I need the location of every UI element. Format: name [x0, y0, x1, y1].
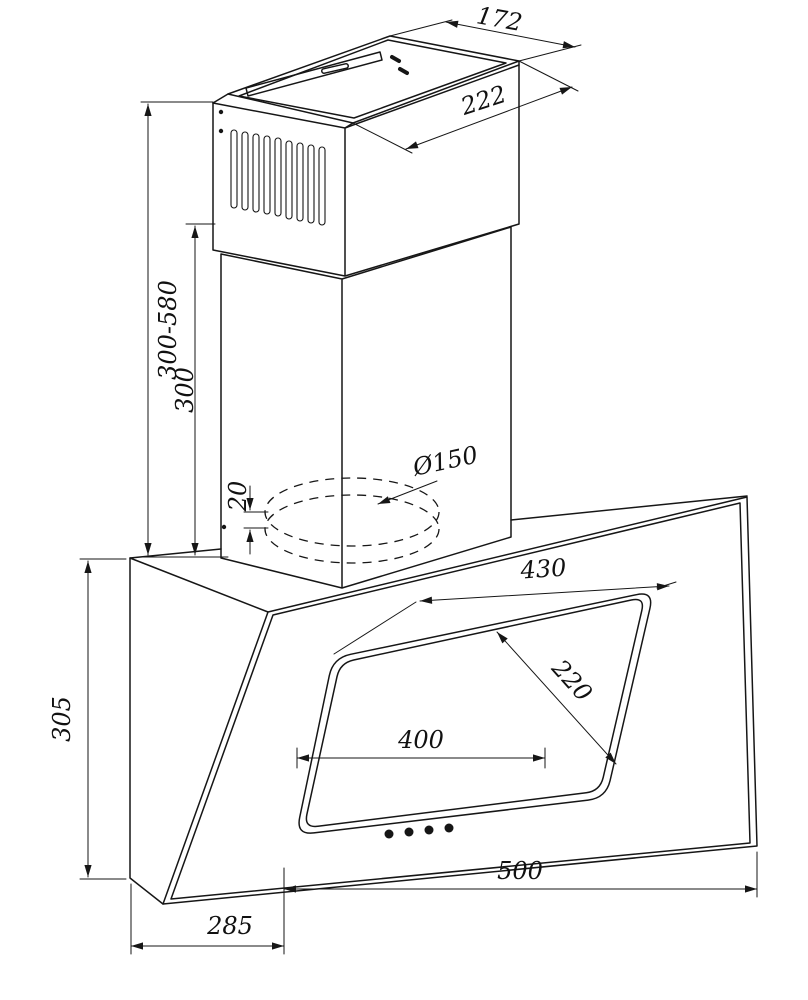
dimension-lines [79, 19, 758, 955]
control-button-1 [384, 829, 394, 839]
dim-label-chimney-lower-height: 300 [171, 367, 199, 413]
screw-holes [218, 109, 227, 530]
mounting-bracket [245, 51, 409, 97]
control-button-4 [444, 823, 454, 833]
dim-label-glass-bottom-width: 400 [397, 726, 444, 754]
dim-label-chimney-top-depth: 172 [474, 1, 524, 37]
dim-label-duct-collar-height: 20 [224, 481, 252, 513]
control-button-2 [404, 827, 414, 837]
chimney-top-rim-inner [238, 39, 507, 119]
chimney [212, 35, 520, 589]
control-buttons [384, 823, 454, 839]
glass-inner-frame [298, 593, 652, 834]
dim-label-body-width: 500 [497, 857, 543, 885]
dim-label-body-depth: 285 [206, 912, 253, 940]
dim-label-duct-diameter: Ø150 [409, 441, 480, 482]
dimension-labels: 172 222 300-580 300 20 Ø150 430 220 400 … [48, 1, 598, 940]
dim-label-body-height: 305 [48, 696, 76, 742]
hood-left-side [129, 557, 269, 905]
vent-slots [230, 129, 326, 226]
chimney-upper-section [212, 64, 520, 277]
glass-panel-edge [170, 502, 751, 900]
control-button-3 [424, 825, 434, 835]
chimney-lower-section [220, 226, 512, 589]
dim-label-glass-top-width: 430 [519, 553, 568, 584]
dim-label-glass-panel-height: 220 [546, 654, 598, 708]
dim-label-chimney-height-range: 300-580 [154, 280, 182, 380]
glass-inner-frame-2 [305, 598, 644, 828]
glass-panel-outer [162, 496, 758, 905]
dim-label-chimney-top-width: 222 [456, 80, 509, 121]
